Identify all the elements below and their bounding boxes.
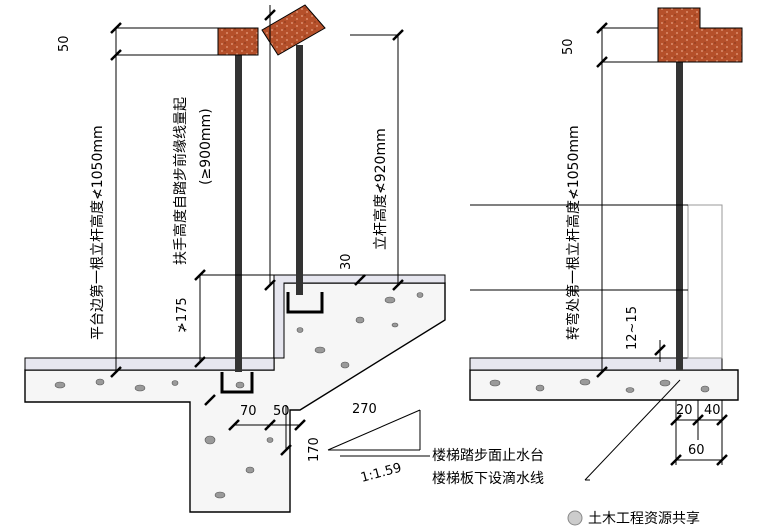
left-handrail-cap-2 bbox=[261, 4, 326, 56]
left-dimension-lines bbox=[115, 5, 421, 451]
watermark-right-text: 土木工程资源共享 bbox=[588, 510, 700, 527]
left-floor-finish bbox=[24, 357, 275, 371]
watermark-right: 土木工程资源共享 bbox=[567, 510, 700, 527]
water-stop-note: 楼梯踏步面止水台 bbox=[432, 448, 544, 464]
left-dim-175: ≯175 bbox=[175, 297, 190, 333]
handrail-height-label: 扶手高度自踏步前缘线量起 bbox=[172, 97, 189, 265]
right-dim-12-15: 12~15 bbox=[625, 306, 640, 350]
platform-railing-height-label: 平台边第一根立杆高度≮1050mm bbox=[89, 125, 106, 340]
left-dim-270: 270 bbox=[352, 402, 377, 417]
turn-railing-height-label: 转弯处第一根立杆高度≮1050mm bbox=[565, 125, 582, 340]
right-dimension-lines bbox=[340, 27, 723, 481]
right-dimension-ticks bbox=[596, 22, 728, 466]
right-handrail-cap bbox=[657, 7, 743, 63]
drip-line-note: 楼梯板下设滴水线 bbox=[432, 470, 544, 487]
right-dim-40: 40 bbox=[704, 403, 721, 418]
left-dim-cap-top: 50 bbox=[57, 35, 72, 52]
left-embed-plate-1 bbox=[220, 372, 254, 394]
left-handrail-cap-1 bbox=[217, 27, 259, 56]
right-concrete-slab bbox=[469, 369, 739, 401]
left-post-1 bbox=[235, 55, 242, 372]
post-height-label: 立杆高度≮920mm bbox=[372, 128, 389, 250]
right-post bbox=[676, 62, 683, 370]
left-embed-plate-2 bbox=[286, 292, 324, 314]
right-dim-60: 60 bbox=[688, 443, 705, 458]
left-dim-30: 30 bbox=[339, 253, 354, 270]
right-detail: 50 转弯处第一根立杆高度≮1050mm 12~15 20 40 60 bbox=[340, 7, 743, 481]
right-dim-cap-top: 50 bbox=[561, 38, 576, 55]
right-floor-finish bbox=[469, 357, 723, 371]
left-dim-170: 170 bbox=[307, 437, 322, 462]
left-dimension-ticks bbox=[110, 9, 404, 456]
right-dim-20: 20 bbox=[676, 403, 693, 418]
left-dim-70: 70 bbox=[240, 404, 257, 419]
slope-ratio-label: 1:1.59 bbox=[359, 461, 403, 486]
left-aggregate-stones bbox=[54, 292, 424, 499]
left-detail: 50 平台边第一根立杆高度≮1050mm 扶手高度自踏步前缘线量起 (≥900m… bbox=[24, 4, 446, 513]
watermark-left: 大敬路频 bbox=[5, 509, 78, 527]
handrail-height-min-label: (≥900mm) bbox=[198, 108, 214, 185]
watermark-left-text: 大敬路频 bbox=[26, 511, 78, 527]
right-wall-panel bbox=[687, 204, 723, 359]
right-aggregate-stones bbox=[489, 378, 710, 393]
left-post-2 bbox=[296, 45, 303, 295]
left-dim-50: 50 bbox=[273, 404, 290, 419]
